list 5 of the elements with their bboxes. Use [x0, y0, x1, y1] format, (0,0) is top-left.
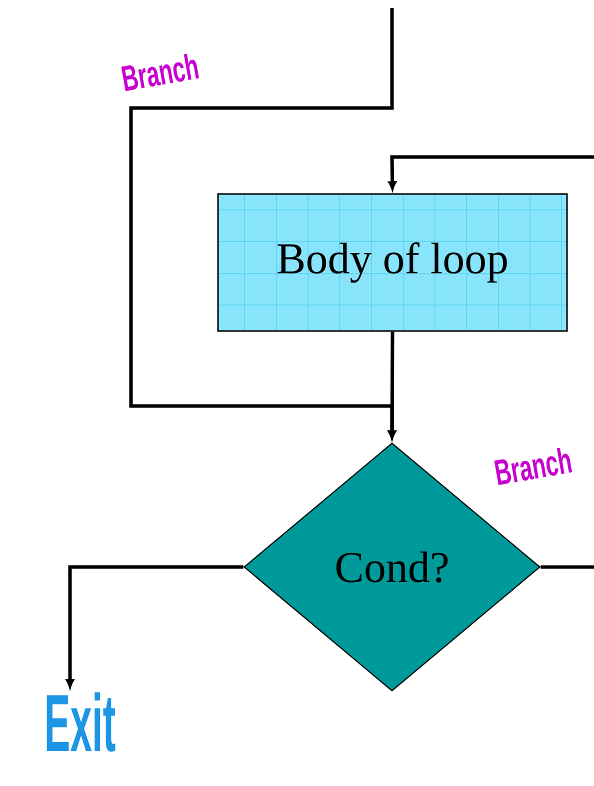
process-box: Body of loop	[217, 193, 568, 332]
exit-label: Exit	[46, 692, 116, 752]
arrow	[388, 332, 396, 440]
branch-label: Branch	[121, 54, 200, 92]
arrow	[66, 565, 244, 688]
